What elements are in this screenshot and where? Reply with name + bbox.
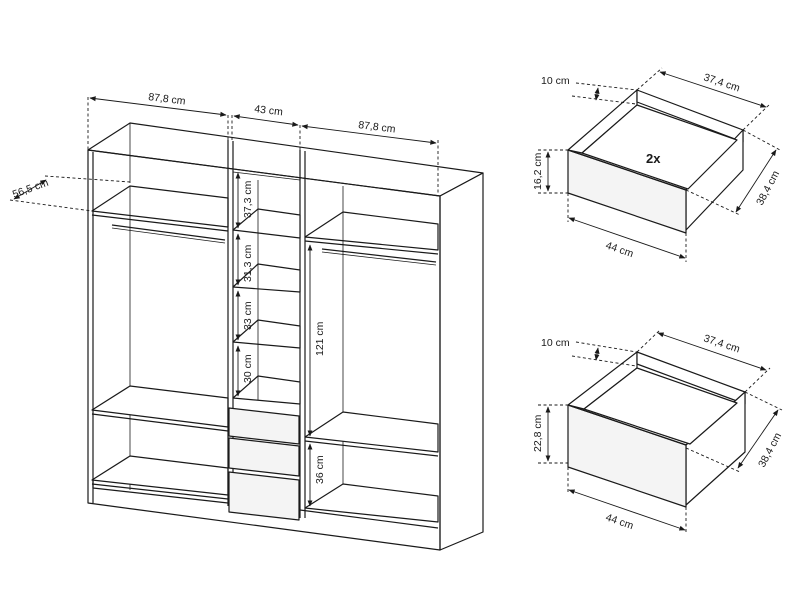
dim-compartment-4-label: 30 cm xyxy=(242,354,254,383)
dim-depth-label: 56,5 cm xyxy=(11,177,50,201)
dim-left-width-line xyxy=(89,96,227,117)
middle-top-back xyxy=(232,171,301,181)
dim-drawer-bottom-inner-width-line xyxy=(657,332,767,371)
right-bottom-shelf xyxy=(304,483,439,523)
dim-drawer-top-offset-line xyxy=(594,87,600,101)
dim-drawer-top-front-width-label: 44 cm xyxy=(604,239,635,260)
middle-shelf-2 xyxy=(232,263,301,293)
wardrobe-dimensions: 87,8 cm 43 cm 87,8 cm 56,5 cm 37,3 cm 31… xyxy=(9,91,439,507)
dim-drawer-bottom-offset-line xyxy=(594,347,600,361)
dim-drawer-top-front-width-line xyxy=(568,217,686,259)
dim-drawer-bottom-offset-label: 10 cm xyxy=(541,337,570,349)
left-top-shelf xyxy=(91,185,229,228)
wardrobe-back-outline xyxy=(87,149,441,551)
dim-drawer-bottom-height-label: 22,8 cm xyxy=(532,414,544,452)
dim-drawer-top-depth-line xyxy=(735,149,777,213)
right-hanging-rail xyxy=(321,248,437,263)
drawer-top-drawing: 2x xyxy=(567,89,744,234)
dim-right-width-line xyxy=(301,124,437,145)
right-top-shelf-edge xyxy=(304,240,439,255)
dim-drawer-bottom-inner-width-label: 37,4 cm xyxy=(702,332,741,355)
wardrobe-plinth-right xyxy=(299,509,439,529)
right-middle-shelf xyxy=(304,411,439,453)
dim-compartment-1-label: 37,3 cm xyxy=(242,180,254,218)
left-middle-shelf xyxy=(91,385,229,428)
drawer-bottom-drawing xyxy=(567,351,746,508)
right-middle-shelf-edge xyxy=(304,440,439,457)
dim-drawer-bottom-front-width-label: 44 cm xyxy=(604,511,635,532)
wardrobe-top-panel xyxy=(87,122,484,197)
dim-right-width-label: 87,8 cm xyxy=(358,119,397,135)
left-bottom-shelf-edge xyxy=(91,483,229,500)
right-hanging-rail-shadow xyxy=(321,251,437,266)
middle-shelf-4 xyxy=(232,375,301,405)
wardrobe-drawer-1 xyxy=(228,407,300,445)
dim-depth-line xyxy=(13,179,47,200)
right-top-shelf xyxy=(304,211,439,251)
middle-shelf-3 xyxy=(232,319,301,349)
drawer-bottom-inner-floor xyxy=(583,367,738,445)
dim-compartment-2-label: 31,3 cm xyxy=(242,244,254,282)
wardrobe-right-side-panel xyxy=(439,172,484,551)
wardrobe-drawer-2 xyxy=(228,437,300,477)
dim-hanging-height-label: 121 cm xyxy=(314,321,326,356)
middle-shelf-1 xyxy=(232,208,301,239)
dim-left-width-label: 87,8 cm xyxy=(148,91,187,107)
dim-drawer-bottom-depth-line xyxy=(737,409,779,469)
dim-drawer-top-height-label: 16,2 cm xyxy=(532,152,544,190)
wardrobe-drawing xyxy=(87,122,484,551)
dim-bottom-height-label: 36 cm xyxy=(314,455,326,484)
dim-drawer-top-depth-label: 38,4 cm xyxy=(754,169,782,208)
drawer-top-inner-floor xyxy=(581,104,738,190)
left-top-shelf-edge xyxy=(91,214,229,232)
left-hanging-rail xyxy=(111,224,226,241)
dim-middle-width-label: 43 cm xyxy=(254,103,284,118)
dim-middle-width-line xyxy=(233,114,299,127)
dim-drawer-top-inner-width-label: 37,4 cm xyxy=(702,71,741,94)
left-hanging-rail-shadow xyxy=(111,227,226,244)
left-middle-shelf-edge xyxy=(91,413,229,432)
left-bottom-shelf xyxy=(91,455,229,496)
drawer-top-quantity-label: 2x xyxy=(646,151,661,166)
wardrobe-plinth-left xyxy=(92,480,229,504)
dim-drawer-top-inner-width-line xyxy=(659,71,767,108)
wardrobe-drawer-3 xyxy=(228,471,300,521)
dim-drawer-bottom-front-width-line xyxy=(568,489,686,531)
dim-drawer-top-offset-label: 10 cm xyxy=(541,75,570,87)
dim-compartment-3-label: 33 cm xyxy=(242,301,254,330)
